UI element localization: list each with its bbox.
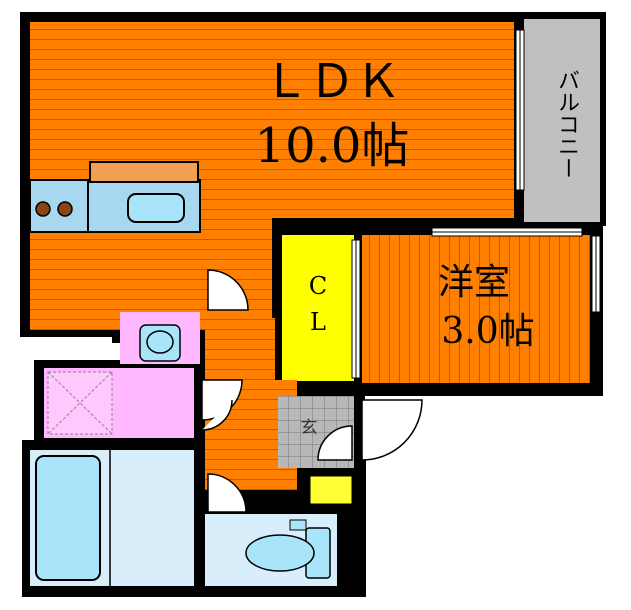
closet-label-top: C xyxy=(308,272,328,300)
stove-burner-left-icon xyxy=(35,201,51,217)
door-toilet xyxy=(207,473,247,513)
shoe-cabinet xyxy=(309,475,353,505)
door-ldk-hall xyxy=(207,269,249,311)
entrance-label: 玄 xyxy=(300,418,318,438)
bathroom xyxy=(30,450,194,586)
balcony-label: バルコニー xyxy=(554,69,579,179)
closet xyxy=(282,235,361,381)
toilet-room xyxy=(205,514,337,586)
bathtub-icon xyxy=(35,455,101,581)
balcony xyxy=(515,12,606,226)
stove-burner-right-icon xyxy=(57,201,73,217)
ldk-name: ＬＤＫ xyxy=(263,54,401,108)
door-entrance xyxy=(361,399,423,461)
western-room-floor xyxy=(362,227,601,383)
closet-label-bottom: L xyxy=(310,308,326,336)
western-room-size: 3.0帖 xyxy=(441,311,535,352)
doors xyxy=(201,269,423,513)
washroom xyxy=(44,312,200,438)
kitchen-counter xyxy=(29,161,201,233)
washing-machine-space xyxy=(47,371,113,435)
toilet-bowl-icon xyxy=(245,534,315,572)
western-room-name: 洋室 xyxy=(437,262,510,303)
ldk-size: 10.0帖 xyxy=(254,118,410,174)
door-closet-bottom xyxy=(201,399,233,431)
door-entrance-inner xyxy=(317,425,353,461)
kitchen-sink-icon xyxy=(127,193,185,223)
